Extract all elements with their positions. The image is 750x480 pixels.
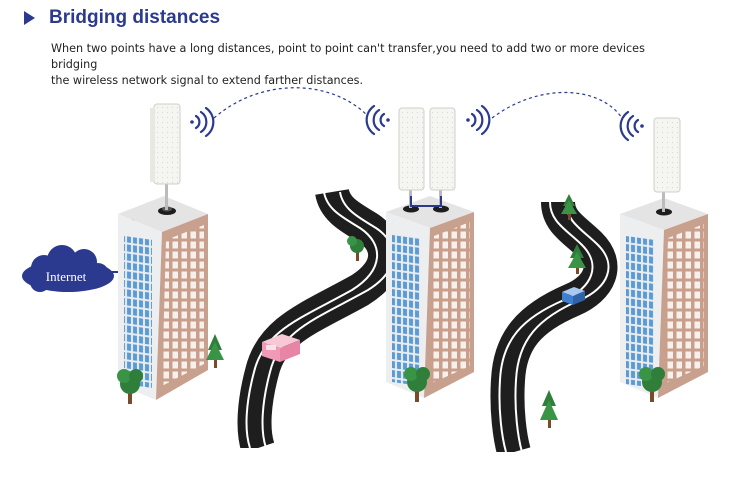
wifi-waves-icon (365, 104, 390, 136)
antenna-device-center (398, 107, 456, 208)
tree-icon (561, 194, 577, 220)
wifi-waves-icon (619, 110, 644, 142)
description-line-2: the wireless network signal to extend fa… (51, 74, 364, 87)
tree-icon (117, 369, 143, 404)
road-right (480, 200, 618, 462)
tree-icon (347, 236, 364, 261)
signal-link-1 (213, 87, 369, 119)
road-left (230, 187, 402, 458)
tree-icon (639, 367, 665, 402)
section-heading: Bridging distances (24, 7, 220, 29)
blue-car-icon (562, 287, 585, 305)
tree-icon (568, 244, 586, 274)
tree-icon (404, 367, 430, 402)
tree-icon (206, 334, 224, 368)
pink-car-icon (262, 334, 300, 362)
section-title: Bridging distances (49, 7, 221, 28)
building-right (620, 198, 708, 398)
tree-icon (540, 390, 558, 428)
internet-cloud (22, 245, 114, 292)
internet-label: Internet (46, 269, 87, 284)
building-center (386, 196, 474, 398)
signal-link-2 (491, 91, 623, 119)
antenna-device-left (150, 103, 181, 210)
description: When two points have a long distances, p… (51, 41, 691, 89)
wifi-waves-icon (190, 106, 215, 138)
wifi-waves-icon (466, 104, 491, 136)
antenna-device-right (653, 117, 681, 212)
building-left (118, 196, 208, 400)
triangle-bullet-icon (24, 11, 35, 25)
description-line-1: When two points have a long distances, p… (51, 42, 645, 71)
